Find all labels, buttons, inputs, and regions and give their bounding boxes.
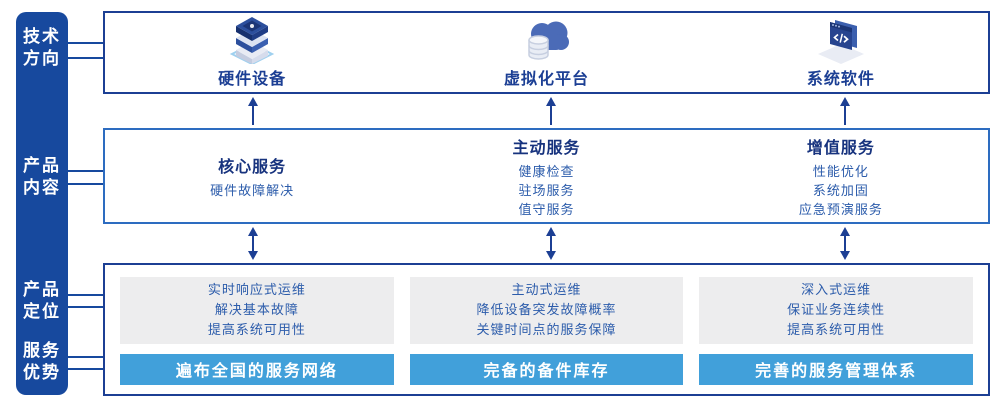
double-arrow <box>545 227 557 265</box>
up-arrow <box>545 97 557 130</box>
advantage-bar: 完善的服务管理体系 <box>699 353 974 385</box>
service-title: 增值服务 <box>806 139 875 157</box>
cloud-database-icon <box>517 16 575 64</box>
up-arrow <box>247 97 259 130</box>
positioning-point: 实时响应式运维 <box>207 282 306 298</box>
tech-item-virtualization: 虚拟化平台 <box>399 13 693 92</box>
positioning-column-deep: 深入式运维 保证业务连续性 提高系统可用性 完善的服务管理体系 <box>699 277 974 385</box>
service-item: 硬件故障解决 <box>210 182 295 198</box>
advantage-bar: 遍布全国的服务网络 <box>120 353 394 385</box>
service-column-core: 核心服务 硬件故障解决 <box>105 130 399 222</box>
positioning-point: 关键时间点的服务保障 <box>476 322 617 338</box>
positioning-point: 解决基本故障 <box>214 302 299 318</box>
positioning-column-realtime: 实时响应式运维 解决基本故障 提高系统可用性 遍布全国的服务网络 <box>120 277 394 385</box>
connector-line <box>68 306 105 308</box>
tech-item-label: 硬件设备 <box>218 71 287 88</box>
service-title: 核心服务 <box>218 158 287 176</box>
service-item: 性能优化 <box>812 163 869 179</box>
connector-line <box>68 57 105 59</box>
connector-line <box>68 368 105 370</box>
double-arrow <box>247 227 259 265</box>
connector-line <box>68 356 105 358</box>
positioning-point: 深入式运维 <box>801 282 872 298</box>
up-arrow <box>839 97 851 130</box>
tech-direction-box: 硬件设备 虚拟化平台 <box>103 11 990 94</box>
service-item: 值守服务 <box>518 201 575 217</box>
sidebar-label-product-positioning: 产品 定位 <box>23 280 61 321</box>
service-title: 主动服务 <box>512 139 581 157</box>
service-column-value-added: 增值服务 性能优化 系统加固 应急预演服务 <box>694 130 988 222</box>
server-stack-icon <box>223 16 281 64</box>
positioning-point: 提高系统可用性 <box>787 322 886 338</box>
positioning-point: 提高系统可用性 <box>207 322 306 338</box>
service-column-proactive: 主动服务 健康检查 驻场服务 值守服务 <box>399 130 693 222</box>
service-item: 健康检查 <box>518 163 575 179</box>
product-positioning-box: 实时响应式运维 解决基本故障 提高系统可用性 遍布全国的服务网络 主动式运维 降… <box>103 263 990 396</box>
service-item: 应急预演服务 <box>798 201 883 217</box>
sidebar-label-product-content: 产品 内容 <box>23 156 61 197</box>
advantage-bar: 完备的备件库存 <box>409 353 684 385</box>
positioning-column-proactive: 主动式运维 降低设备突发故障概率 关键时间点的服务保障 完备的备件库存 <box>409 277 684 385</box>
positioning-point: 保证业务连续性 <box>787 302 886 318</box>
product-content-box: 核心服务 硬件故障解决 主动服务 健康检查 驻场服务 值守服务 增值服务 性能优… <box>103 128 990 224</box>
tech-item-label: 系统软件 <box>806 71 875 88</box>
positioning-point: 主动式运维 <box>511 282 582 298</box>
service-item: 驻场服务 <box>518 182 575 198</box>
positioning-panel: 实时响应式运维 解决基本故障 提高系统可用性 <box>120 277 394 344</box>
code-window-icon <box>812 16 870 64</box>
sidebar-label-service-advantage: 服务 优势 <box>23 341 61 382</box>
category-sidebar: 技术 方向 产品 内容 产品 定位 服务 优势 <box>16 12 68 395</box>
tech-item-label: 虚拟化平台 <box>503 71 589 88</box>
tech-item-hardware: 硬件设备 <box>105 13 399 92</box>
sidebar-label-tech-direction: 技术 方向 <box>23 27 61 68</box>
double-arrow <box>839 227 851 265</box>
positioning-point: 降低设备突发故障概率 <box>476 302 617 318</box>
positioning-panel: 主动式运维 降低设备突发故障概率 关键时间点的服务保障 <box>409 277 684 344</box>
connector-line <box>68 42 105 44</box>
tech-item-system-software: 系统软件 <box>694 13 988 92</box>
connector-line <box>68 183 105 185</box>
positioning-panel: 深入式运维 保证业务连续性 提高系统可用性 <box>699 277 974 344</box>
service-item: 系统加固 <box>812 182 869 198</box>
connector-line <box>68 294 105 296</box>
connector-line <box>68 170 105 172</box>
